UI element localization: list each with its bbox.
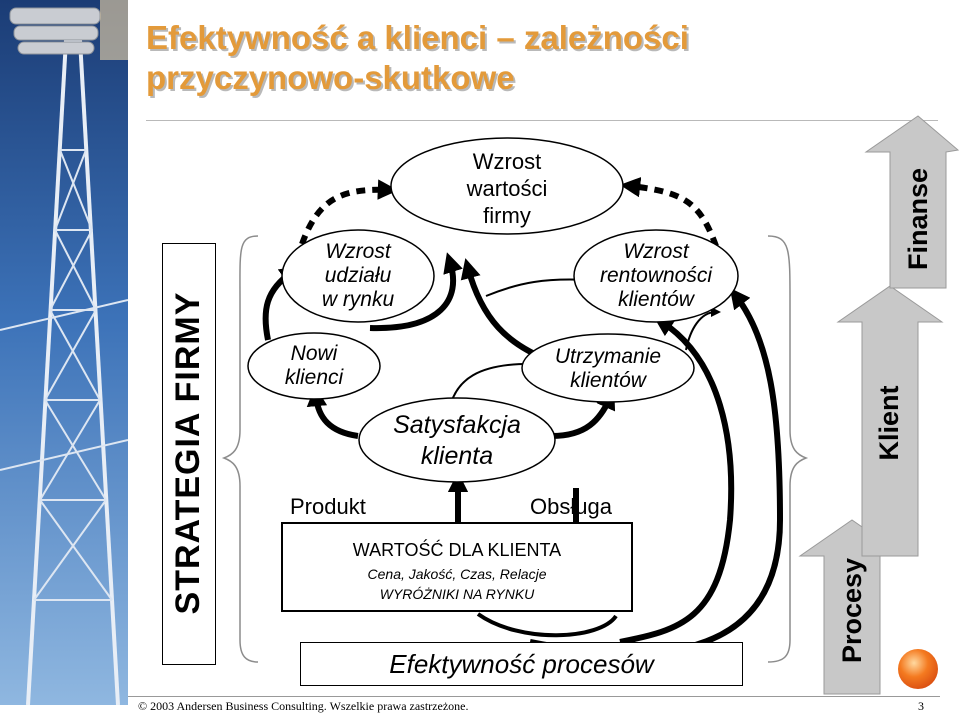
dotted-arrow-left bbox=[299, 179, 399, 246]
label-market-share: Wzrost udziału w rynku bbox=[288, 240, 428, 312]
label-line: rentowności bbox=[599, 264, 713, 287]
label-line: klientów bbox=[618, 288, 694, 311]
label-retention: Utrzymanie klientów bbox=[528, 345, 688, 393]
stair-arrow-finanse bbox=[864, 115, 960, 289]
slide-title: Efektywność a klienci – zależności przyc… bbox=[146, 19, 689, 96]
strategy-box bbox=[162, 243, 216, 665]
stair-label-procesy: Procesy bbox=[837, 557, 867, 663]
label-line: wartości bbox=[466, 176, 548, 201]
dotted-arrow-right bbox=[619, 176, 719, 248]
service-label: Obsługa bbox=[530, 494, 612, 519]
node-retention bbox=[521, 333, 695, 403]
logo-icon bbox=[898, 649, 938, 689]
node-market-share bbox=[281, 229, 435, 323]
product-label: Produkt bbox=[290, 494, 366, 519]
label-line: firmy bbox=[483, 203, 531, 228]
label-line: klienci bbox=[284, 366, 344, 389]
label-line: Utrzymanie bbox=[554, 345, 662, 368]
page-number: 3 bbox=[918, 699, 924, 713]
arrow-satisfaction-to-retention bbox=[551, 388, 616, 439]
node-profitability bbox=[573, 229, 739, 323]
thin-value-to-profit bbox=[485, 278, 589, 297]
arrow-process-to-value bbox=[476, 612, 618, 638]
right-brace bbox=[767, 235, 809, 663]
label-line: Wzrost bbox=[623, 240, 689, 263]
label-line: Nowi bbox=[290, 342, 338, 365]
label-firm-value: Wzrost wartości firmy bbox=[401, 148, 613, 229]
label-profitability: Wzrost rentowności klientów bbox=[578, 240, 734, 312]
stair-arrow-klient bbox=[836, 285, 944, 557]
title-divider bbox=[146, 120, 938, 121]
node-firm-value bbox=[390, 137, 624, 235]
arrow-share-to-value bbox=[369, 252, 463, 332]
process-efficiency-box: Efektywność procesów bbox=[300, 642, 743, 686]
left-brace bbox=[221, 235, 259, 663]
node-satisfaction bbox=[358, 397, 556, 483]
label-line: udziału bbox=[324, 264, 392, 287]
label-line: klienta bbox=[420, 442, 494, 470]
label-line: w rynku bbox=[321, 288, 395, 311]
market-differentiators: WYRÓŻNIKI NA RYNKU bbox=[379, 586, 535, 602]
arrow-new-from-satisfaction bbox=[306, 385, 359, 439]
node-new-customers bbox=[247, 332, 381, 400]
customer-value-title: WARTOŚĆ DLA KLIENTA bbox=[352, 540, 562, 560]
footer-divider bbox=[128, 696, 940, 697]
stair-label-klient: Klient bbox=[874, 385, 904, 461]
stair-label-finanse: Finanse bbox=[903, 167, 933, 271]
label-line: Wzrost bbox=[325, 240, 391, 263]
tower-photo bbox=[0, 0, 128, 705]
label-line: klientów bbox=[570, 369, 646, 392]
label-line: Satysfakcja bbox=[393, 411, 521, 439]
arrow-process-to-share bbox=[619, 316, 735, 645]
customer-value-box: WARTOŚĆ DLA KLIENTA Cena, Jakość, Czas, … bbox=[281, 522, 633, 612]
label-line: Wzrost bbox=[472, 149, 542, 174]
customer-value-subtitle: Cena, Jakość, Czas, Relacje bbox=[367, 566, 547, 582]
label-satisfaction: Satysfakcja klienta bbox=[364, 410, 550, 472]
label-new-customers: Nowi klienci bbox=[254, 342, 374, 390]
copyright-footer: © 2003 Andersen Business Consulting. Wsz… bbox=[138, 699, 469, 713]
